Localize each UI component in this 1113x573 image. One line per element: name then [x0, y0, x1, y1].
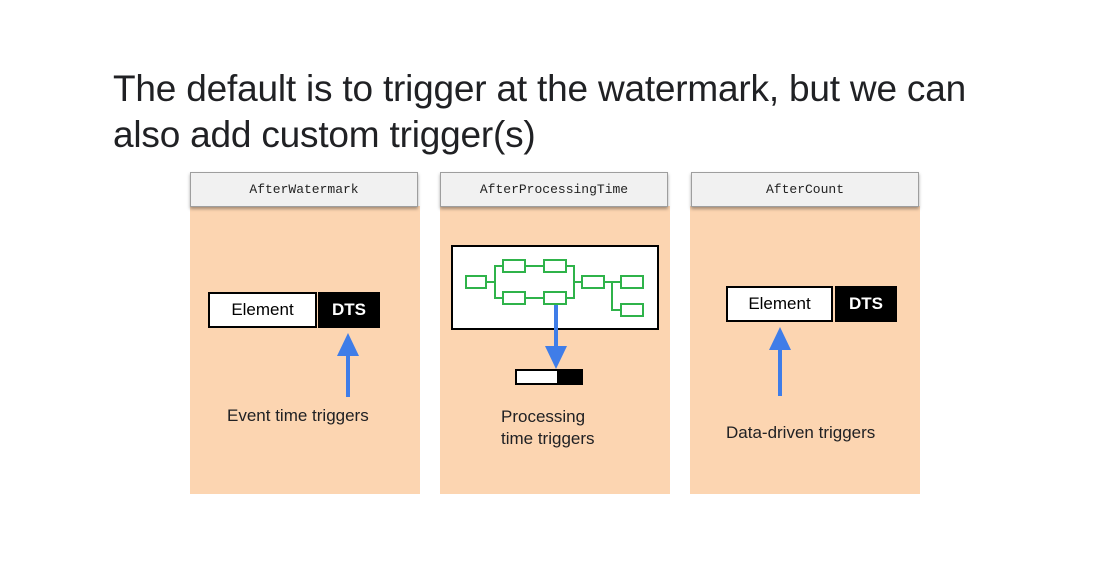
element-box: Element	[208, 292, 317, 328]
data-driven-triggers-label: Data-driven triggers	[726, 423, 876, 442]
dts-box: DTS	[318, 292, 380, 328]
processing-time-label-line1: Processing	[501, 407, 586, 426]
event-time-triggers-label: Event time triggers	[227, 406, 369, 425]
mini-element-dts-bar	[515, 369, 583, 385]
up-arrow-icon	[337, 333, 359, 397]
up-arrow-icon	[769, 327, 791, 396]
header-after-watermark: AfterWatermark	[190, 172, 418, 207]
header-after-count: AfterCount	[691, 172, 919, 207]
header-after-processing-time: AfterProcessingTime	[440, 172, 668, 207]
panel-after-count	[690, 206, 920, 494]
down-arrow-icon	[545, 305, 567, 369]
slide-title: The default is to trigger at the waterma…	[113, 68, 966, 155]
dts-box: DTS	[835, 286, 897, 322]
processing-time-label-line2: time triggers	[501, 429, 595, 448]
element-box: Element	[726, 286, 833, 322]
processing-time-triggers-label: Processing time triggers	[501, 406, 595, 450]
panel-after-watermark	[190, 206, 420, 494]
